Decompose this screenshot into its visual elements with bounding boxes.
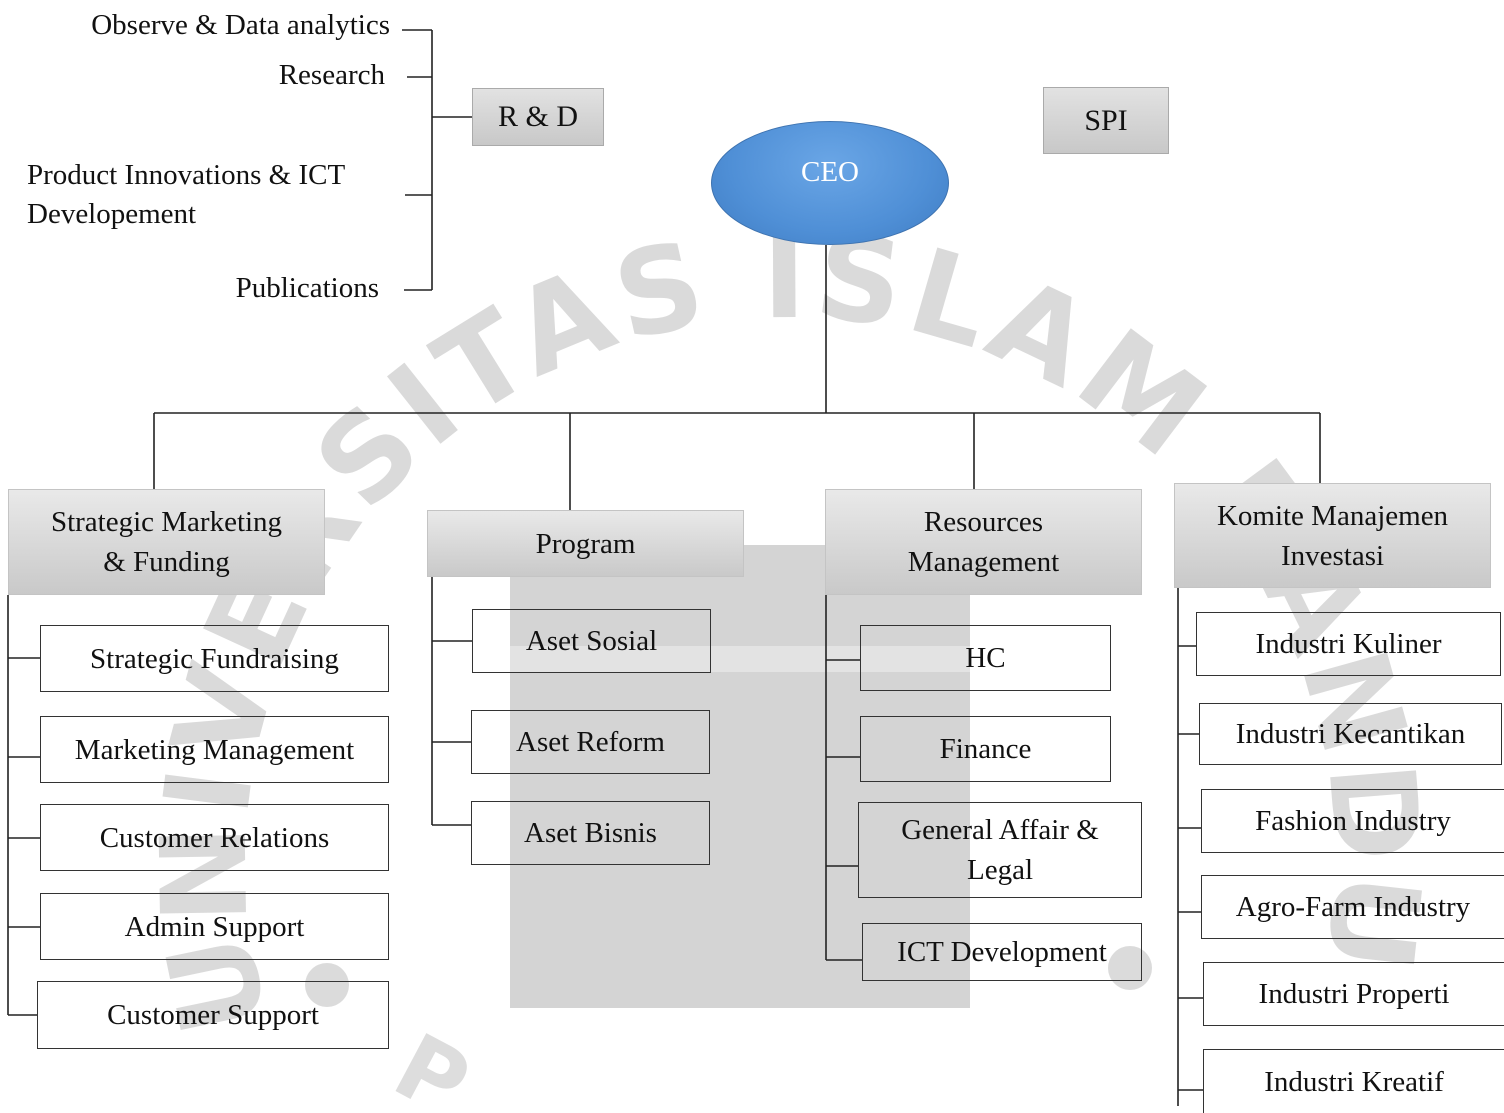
komite-item-agro: Agro-Farm Industry <box>1201 875 1504 939</box>
division-marketing-title-2: & Funding <box>103 546 230 578</box>
division-komite-title-1: Komite Manajemen <box>1216 499 1449 532</box>
komite-item-fashion: Fashion Industry <box>1201 789 1504 853</box>
marketing-item-relations: Customer Relations <box>40 804 389 871</box>
division-resources-title-2: Management <box>907 546 1060 578</box>
division-resources-header: Resources Management <box>825 489 1142 595</box>
watermark-bottom-letter: P <box>378 1014 486 1106</box>
rnd-item-observe: Observe & Data analytics <box>91 9 390 41</box>
division-resources-title-1: Resources <box>923 506 1044 538</box>
program-item-sosial: Aset Sosial <box>472 609 711 673</box>
ceo-node: CEO <box>711 121 949 245</box>
division-komite-header: Komite Manajemen Investasi <box>1174 483 1491 588</box>
rnd-item-research: Research <box>278 59 385 91</box>
resources-item-ict: ICT Development <box>862 923 1142 981</box>
program-item-bisnis: Aset Bisnis <box>471 801 710 865</box>
rnd-item-product-innovations: Product Innovations & ICT <box>27 159 346 191</box>
rnd-box: R & D <box>472 88 604 146</box>
rnd-item-developement: Developement <box>27 198 197 230</box>
resources-item-general-affair-2: Legal <box>966 854 1033 886</box>
division-marketing-title-1: Strategic Marketing <box>50 506 283 538</box>
komite-item-properti: Industri Properti <box>1203 962 1504 1026</box>
marketing-item-fundraising: Strategic Fundraising <box>40 625 389 692</box>
komite-item-kuliner: Industri Kuliner <box>1196 612 1501 676</box>
resources-item-general-affair-1: General Affair & <box>901 814 1099 846</box>
program-item-reform: Aset Reform <box>471 710 710 774</box>
spi-box: SPI <box>1043 87 1169 154</box>
division-program-header: Program <box>427 510 744 577</box>
marketing-item-management: Marketing Management <box>40 716 389 783</box>
marketing-item-customer-support: Customer Support <box>37 981 389 1049</box>
komite-item-kreatif: Industri Kreatif <box>1203 1049 1504 1113</box>
resources-item-hc: HC <box>860 625 1111 691</box>
rnd-item-publications: Publications <box>235 272 379 304</box>
division-komite-title-2: Investasi <box>1280 539 1385 572</box>
resources-item-general-affair: General Affair & Legal <box>858 802 1142 898</box>
marketing-item-admin-support: Admin Support <box>40 893 389 960</box>
division-marketing-header: Strategic Marketing & Funding <box>8 489 325 595</box>
komite-item-kecantikan: Industri Kecantikan <box>1199 703 1502 765</box>
resources-item-finance: Finance <box>860 716 1111 782</box>
